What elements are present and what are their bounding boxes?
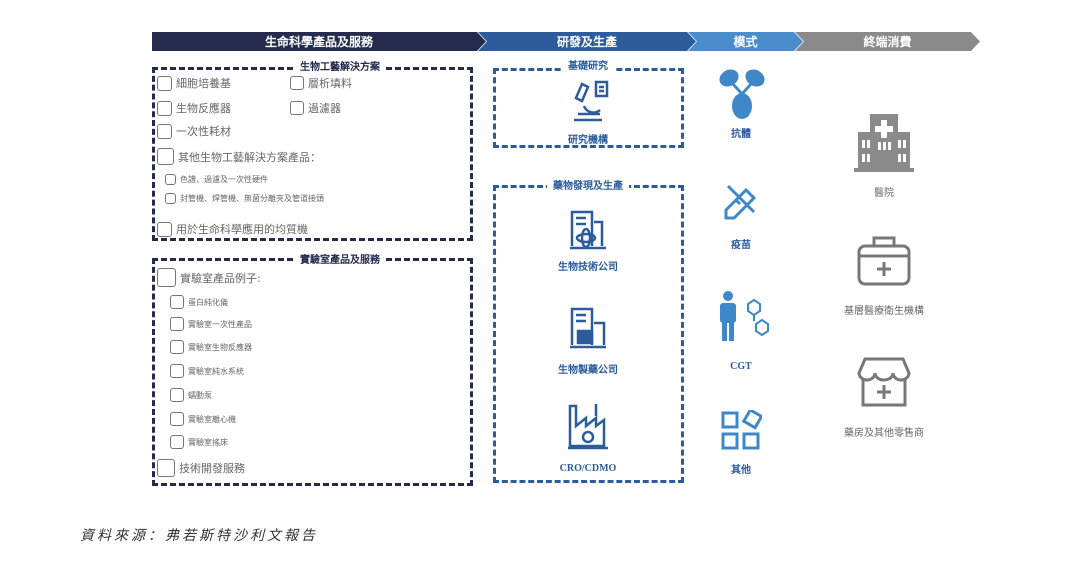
mode-cgt-label: CGT	[730, 361, 752, 372]
list-item-label: 實驗室產品例子:	[180, 271, 261, 285]
header-rnd: 研發及生產	[478, 32, 696, 51]
header-label: 終端消費	[863, 35, 912, 49]
end-pharmacy-label: 藥房及其他零售商	[844, 428, 924, 439]
other-icon	[721, 410, 762, 450]
biotech-icon	[570, 210, 606, 250]
list-item: 其他生物工藝解決方案產品：	[157, 148, 321, 165]
end-hospital-label: 醫院	[874, 188, 894, 199]
pharmacy-icon	[857, 357, 911, 407]
list-item-label: 細胞培養基	[176, 77, 231, 90]
list-item: 蠕動泵	[170, 388, 212, 402]
lab-title: 實驗室產品及服務	[294, 251, 386, 266]
list-item: 技術開發服務	[157, 459, 245, 477]
list-item: 實驗室一次性產品	[170, 317, 252, 331]
lab-products-icon	[157, 268, 176, 287]
list-item: 過濾器	[290, 100, 341, 116]
source-note: 資料來源：弗若斯特沙利文報告	[80, 528, 318, 544]
list-item-label: 色譜、過濾及一次性硬件	[180, 175, 268, 184]
list-item: 層析填料	[290, 75, 352, 91]
bioprocess-title: 生物工藝解決方案	[294, 58, 386, 73]
single-use-bag-icon	[157, 123, 172, 139]
bioreactor-icon	[157, 100, 172, 116]
header-label: 生命科學產品及服務	[264, 35, 373, 49]
code-icon	[157, 459, 175, 477]
list-item: 蛋白純化儀	[170, 295, 228, 309]
header-label: 研發及生產	[556, 35, 617, 49]
list-item-label: 層析填料	[308, 77, 352, 90]
header-label: 模式	[733, 35, 758, 49]
list-item-label: 其他生物工藝解決方案產品：	[178, 150, 321, 164]
list-item: 色譜、過濾及一次性硬件	[165, 174, 268, 185]
vaccine-icon	[724, 184, 757, 220]
header-life-science: 生命科學產品及服務	[152, 32, 486, 51]
list-item-label: 一次性耗材	[176, 125, 231, 138]
list-item: 一次性耗材	[157, 123, 231, 139]
list-item-label: 實驗室生物反應器	[188, 342, 252, 352]
tube-sealer-icon	[165, 193, 176, 204]
flask-icon	[170, 317, 184, 331]
end-primary-care-label: 基層醫療衛生機構	[844, 306, 924, 317]
list-item-label: 實驗室純水系統	[188, 366, 244, 376]
filter-icon	[290, 101, 304, 115]
list-item: 用於生命科學應用的均質機	[157, 221, 308, 237]
list-item-label: 實驗室搖床	[188, 437, 228, 447]
water-system-icon	[170, 364, 184, 378]
list-item-label: 實驗室離心機	[188, 414, 236, 424]
list-item: 實驗室純水系統	[170, 364, 244, 378]
list-item: 細胞培養基	[157, 75, 231, 91]
medical-kit-icon	[857, 236, 911, 286]
microscope-icon	[574, 80, 609, 122]
protein-purifier-icon	[170, 295, 184, 309]
chromatography-resin-icon	[290, 76, 304, 90]
lab-bioreactor-icon	[170, 340, 184, 354]
list-item: 封管機、焊管機、無菌分離夾及管道接頭	[165, 193, 324, 204]
research-institution-label: 研究機構	[568, 135, 608, 146]
cro-cdmo-label: CRO/CDMO	[559, 463, 617, 474]
other-products-icon	[157, 148, 174, 165]
basic-research-title: 基礎研究	[562, 57, 614, 72]
list-item-label: 蠕動泵	[188, 390, 212, 400]
cgt-icon	[720, 291, 769, 341]
header-mode: 模式	[688, 32, 803, 51]
pump-icon	[170, 388, 184, 402]
list-item-label: 生物反應器	[176, 102, 231, 115]
list-item-label: 技術開發服務	[179, 462, 245, 475]
biotech-label: 生物技術公司	[558, 262, 618, 273]
biopharma-label: 生物製藥公司	[558, 365, 618, 376]
list-item-label: 用於生命科學應用的均質機	[176, 223, 308, 236]
list-item: 實驗室離心機	[170, 412, 236, 426]
mode-antibody-label: 抗體	[731, 129, 751, 140]
mode-vaccine-label: 疫苗	[731, 240, 751, 251]
hardware-icon	[165, 174, 176, 185]
drug-discovery-title: 藥物發現及生產	[547, 177, 629, 192]
list-item-label: 蛋白純化儀	[188, 297, 228, 307]
centrifuge-icon	[170, 412, 184, 426]
list-item: 實驗室產品例子:	[157, 268, 261, 287]
header-end: 終端消費	[795, 32, 980, 51]
hospital-icon	[854, 114, 914, 172]
list-item: 實驗室生物反應器	[170, 340, 252, 354]
list-item: 實驗室搖床	[170, 435, 228, 449]
mode-other-label: 其他	[731, 465, 751, 476]
cell-culture-media-icon	[157, 75, 172, 91]
homogenizer-icon	[157, 221, 172, 237]
antibody-icon	[719, 69, 765, 119]
list-item-label: 過濾器	[308, 102, 341, 115]
factory-icon	[568, 404, 608, 450]
shaker-icon	[170, 435, 184, 449]
list-item-label: 實驗室一次性產品	[188, 319, 252, 329]
list-item: 生物反應器	[157, 100, 231, 116]
biopharma-icon	[570, 307, 606, 349]
list-item-label: 封管機、焊管機、無菌分離夾及管道接頭	[180, 194, 324, 203]
